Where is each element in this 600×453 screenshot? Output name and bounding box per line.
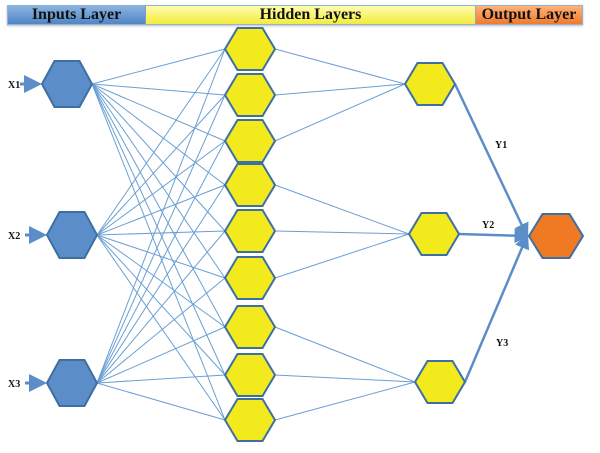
nodes	[40, 27, 585, 442]
edge-input-1-to-hidden1-8	[91, 83, 226, 376]
edge-hidden1-8-to-hidden2-3	[274, 374, 416, 383]
edge-input-1-to-hidden1-4	[91, 83, 226, 186]
hidden1-node-9	[223, 398, 277, 442]
edge-input-3-to-hidden1-9	[96, 382, 226, 421]
hidden1-node-8	[223, 353, 277, 397]
edge-input-2-to-hidden1-8	[96, 234, 226, 376]
edge-hidden1-4-to-hidden2-2	[274, 184, 410, 235]
input-label-x1: X1	[8, 80, 20, 91]
edge-input-1-to-hidden1-9	[91, 83, 226, 421]
edge-input-1-to-hidden1-5	[91, 83, 226, 232]
output-node	[527, 213, 585, 259]
edge-hidden2-3-to-output	[463, 233, 530, 383]
edge-hidden1-3-to-hidden2-1	[274, 83, 406, 142]
edge-hidden1-6-to-hidden2-2	[274, 233, 410, 279]
edge-input-3-to-hidden1-2	[96, 94, 226, 384]
inputs-layer-title: Inputs Layer	[8, 6, 146, 24]
hidden1-node-3	[223, 119, 277, 163]
layer-header-bar: Inputs Layer Hidden Layers Output Layer	[7, 5, 583, 25]
hidden1-node-6	[223, 256, 277, 300]
input-label-x3: X3	[8, 379, 20, 390]
edge-input-1-to-hidden1-6	[91, 83, 226, 279]
edge-hidden1-7-to-hidden2-3	[274, 326, 416, 383]
edge-input-2-to-hidden1-5	[96, 230, 226, 236]
edge-input-3-to-hidden1-1	[96, 48, 226, 384]
edge-hidden2-1-to-output	[453, 83, 529, 239]
input-label-x2: X2	[8, 231, 20, 242]
edge-input-1-to-hidden1-7	[91, 83, 226, 328]
edge-hidden1-9-to-hidden2-3	[274, 381, 416, 421]
edge-input-2-to-hidden1-3	[96, 140, 226, 236]
edge-input-1-to-hidden1-3	[91, 83, 226, 142]
edge-hidden1-2-to-hidden2-1	[274, 83, 406, 96]
output-edge-label-y2: Y2	[482, 220, 494, 231]
output-edge-label-y1: Y1	[495, 140, 507, 151]
edge-input-2-to-hidden1-9	[96, 234, 226, 421]
edge-hidden1-5-to-hidden2-2	[274, 230, 410, 235]
edge-hidden1-1-to-hidden2-1	[274, 48, 406, 85]
edge-hidden2-2-to-output	[458, 228, 530, 244]
output-edge-label-y3: Y3	[496, 338, 508, 349]
input-node-1	[40, 60, 94, 108]
edge-input-2-to-hidden1-2	[96, 94, 226, 236]
edge-input-3-to-hidden1-5	[96, 230, 226, 384]
hidden1-node-7	[223, 305, 277, 349]
input-node-2	[45, 211, 99, 259]
hidden-layers-title: Hidden Layers	[146, 6, 476, 24]
edge-input-3-to-hidden1-7	[96, 326, 226, 384]
edge-input-3-to-hidden1-4	[96, 184, 226, 384]
hidden1-node-2	[223, 73, 277, 117]
edge-input-2-to-hidden1-6	[96, 234, 226, 279]
edge-input-3-to-hidden1-8	[96, 374, 226, 384]
connections	[20, 48, 530, 421]
output-layer-title: Output Layer	[476, 6, 582, 24]
hidden2-node-2	[407, 212, 461, 256]
edge-input-1-to-hidden1-2	[91, 83, 226, 96]
hidden1-node-5	[223, 209, 277, 253]
hidden2-node-1	[403, 62, 457, 106]
edge-input-3-to-hidden1-3	[96, 140, 226, 384]
input-node-3	[45, 359, 99, 407]
hidden1-node-4	[223, 163, 277, 207]
edge-input-1-to-hidden1-1	[91, 48, 226, 85]
edge-input-2-to-hidden1-4	[96, 184, 226, 236]
edge-input-2-to-hidden1-7	[96, 234, 226, 328]
hidden1-node-1	[223, 27, 277, 71]
edge-input-3-to-hidden1-6	[96, 277, 226, 384]
hidden2-node-3	[413, 360, 467, 404]
edge-input-2-to-hidden1-1	[96, 48, 226, 236]
